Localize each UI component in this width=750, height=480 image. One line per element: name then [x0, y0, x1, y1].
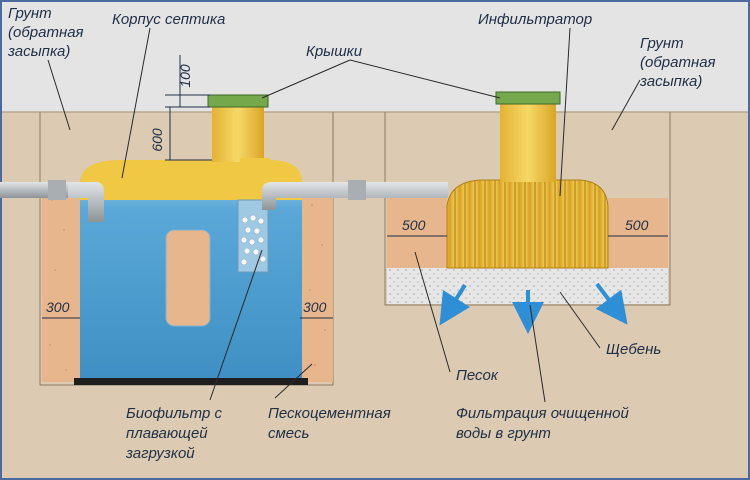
biofilter-chamber — [240, 158, 270, 180]
dim-side-right: 300 — [303, 299, 327, 315]
label-sand-cement: Пескоцементная смесь — [268, 405, 395, 442]
label-gravel: Щебень — [606, 341, 661, 358]
infiltrator-body — [446, 179, 609, 269]
filtration-arrow-left — [439, 283, 471, 326]
sand-cement-left — [42, 182, 80, 382]
tank-neck — [212, 104, 264, 162]
label-ground-left: Грунт (обратная засыпка) — [7, 5, 88, 60]
dim-infiltrator-right: 500 — [625, 217, 649, 233]
sky-area — [0, 0, 750, 112]
sand-left — [387, 198, 447, 268]
dim-infiltrator-left: 500 — [402, 217, 426, 233]
label-tank-body: Корпус септика — [112, 11, 225, 28]
sand-cement-right — [300, 182, 333, 382]
dim-neck-height-line — [165, 107, 212, 161]
infiltrator-neck — [500, 102, 556, 182]
filtration-arrow-right — [595, 282, 628, 325]
label-biofilter: Биофильтр с плавающей загрузкой — [125, 405, 226, 462]
dim-lid-height: 100 — [177, 64, 193, 88]
sand-right — [608, 198, 668, 268]
label-lids: Крышки — [306, 43, 363, 60]
dim-neck-height: 600 — [149, 128, 165, 152]
dim-side-left: 300 — [46, 299, 70, 315]
tank-lid — [207, 94, 269, 108]
label-sand: Песок — [456, 367, 499, 384]
label-ground-right: Грунт (обратная засыпка) — [639, 35, 720, 90]
tank-window — [165, 229, 211, 327]
dim-lid-height-line — [165, 55, 210, 108]
tank-bottom — [74, 378, 308, 385]
biofilter-media — [240, 214, 267, 266]
infiltrator-lid — [495, 91, 561, 105]
label-filtration: Фильтрация очищенной воды в грунт — [456, 405, 633, 442]
label-infiltrator: Инфильтратор — [478, 11, 592, 28]
